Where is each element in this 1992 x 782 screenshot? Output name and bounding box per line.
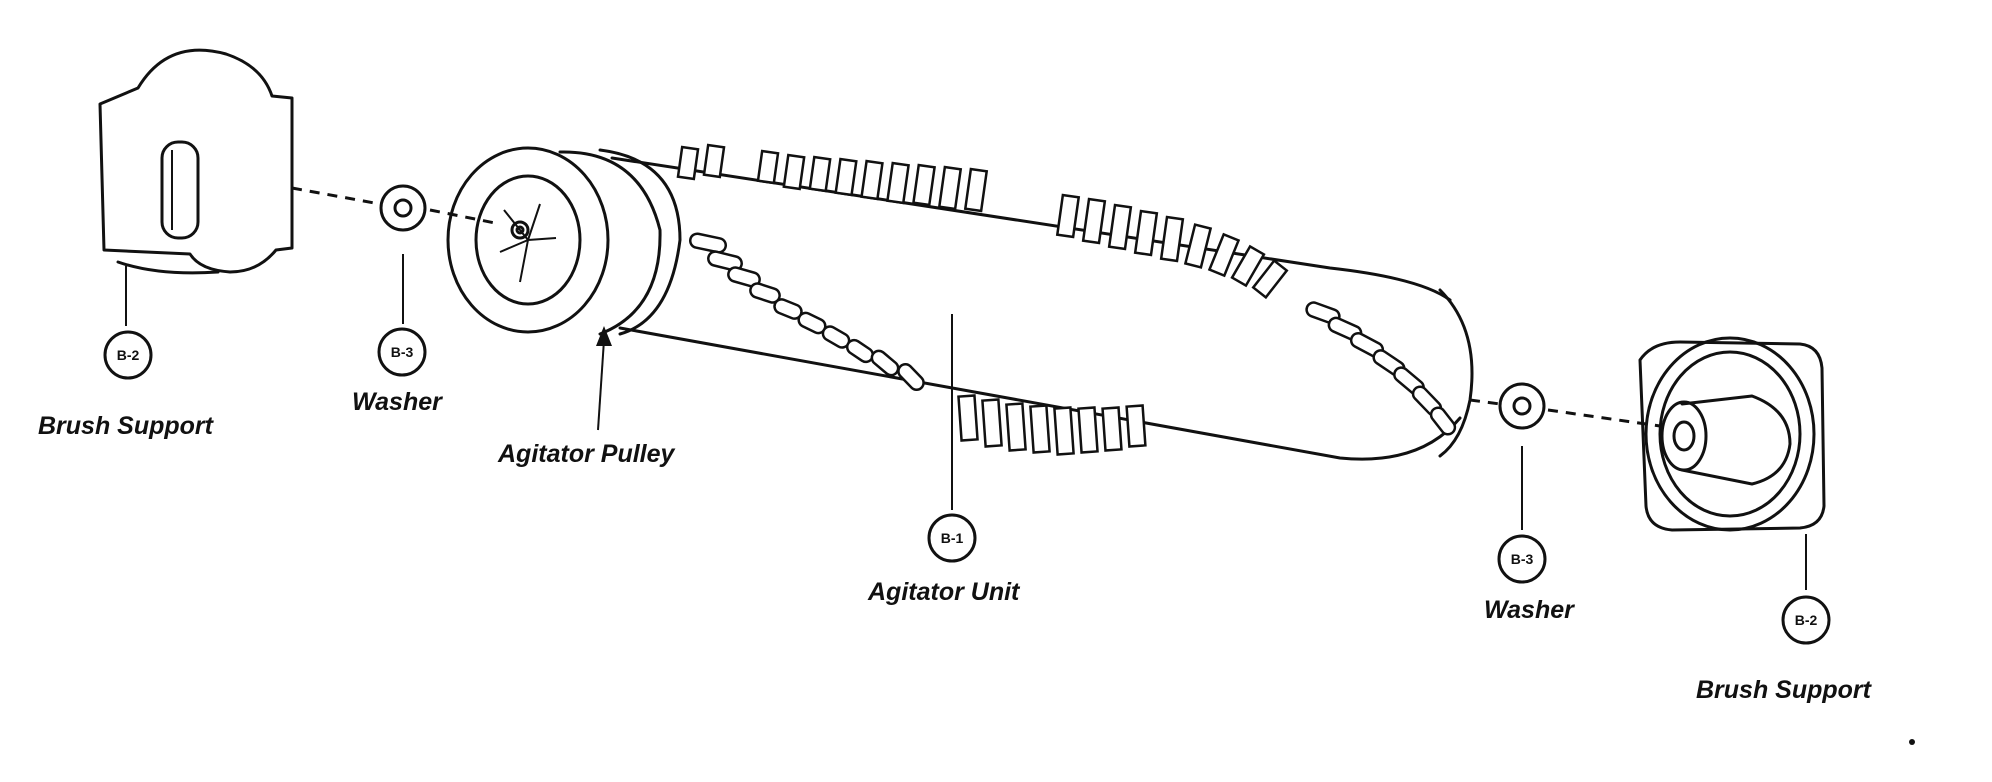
callout-b3-right: B-3 (1497, 534, 1547, 584)
callout-b2-right-id: B-2 (1795, 612, 1818, 628)
callout-b2-left-label: Brush Support (38, 412, 215, 440)
callout-b3-left-label: Washer (352, 388, 443, 416)
callout-b1-id: B-1 (941, 530, 964, 546)
callout-b2-left-id: B-2 (117, 347, 140, 363)
left-washer-part (379, 184, 427, 232)
callout-b3-right-id: B-3 (1511, 551, 1534, 567)
callout-b2-right: B-2 (1781, 595, 1831, 645)
agitator-unit-part (446, 143, 1474, 461)
callout-b3-left-id: B-3 (391, 344, 414, 360)
upper-bristle-row (676, 143, 1289, 300)
right-axis-line (1469, 398, 1501, 406)
agitator-pulley-pointer (596, 326, 612, 431)
right-washer-part (1498, 382, 1546, 430)
callout-b1: B-1 (927, 513, 977, 563)
lower-bristle-row (688, 232, 1457, 456)
left-axis-line-2 (429, 208, 501, 226)
callout-b3-right-label: Washer (1484, 596, 1575, 624)
callout-b2-right-label: Brush Support (1696, 676, 1873, 704)
callout-b1-label: Agitator Unit (867, 578, 1021, 606)
callout-b3-left: B-3 (377, 327, 427, 377)
right-brush-support-part (1638, 336, 1826, 532)
callout-b2-left: B-2 (103, 330, 153, 380)
left-brush-support-part (98, 48, 294, 275)
left-axis-line (291, 186, 381, 206)
agitator-pulley-label: Agitator Pulley (497, 440, 676, 468)
scan-speck (1909, 739, 1915, 745)
